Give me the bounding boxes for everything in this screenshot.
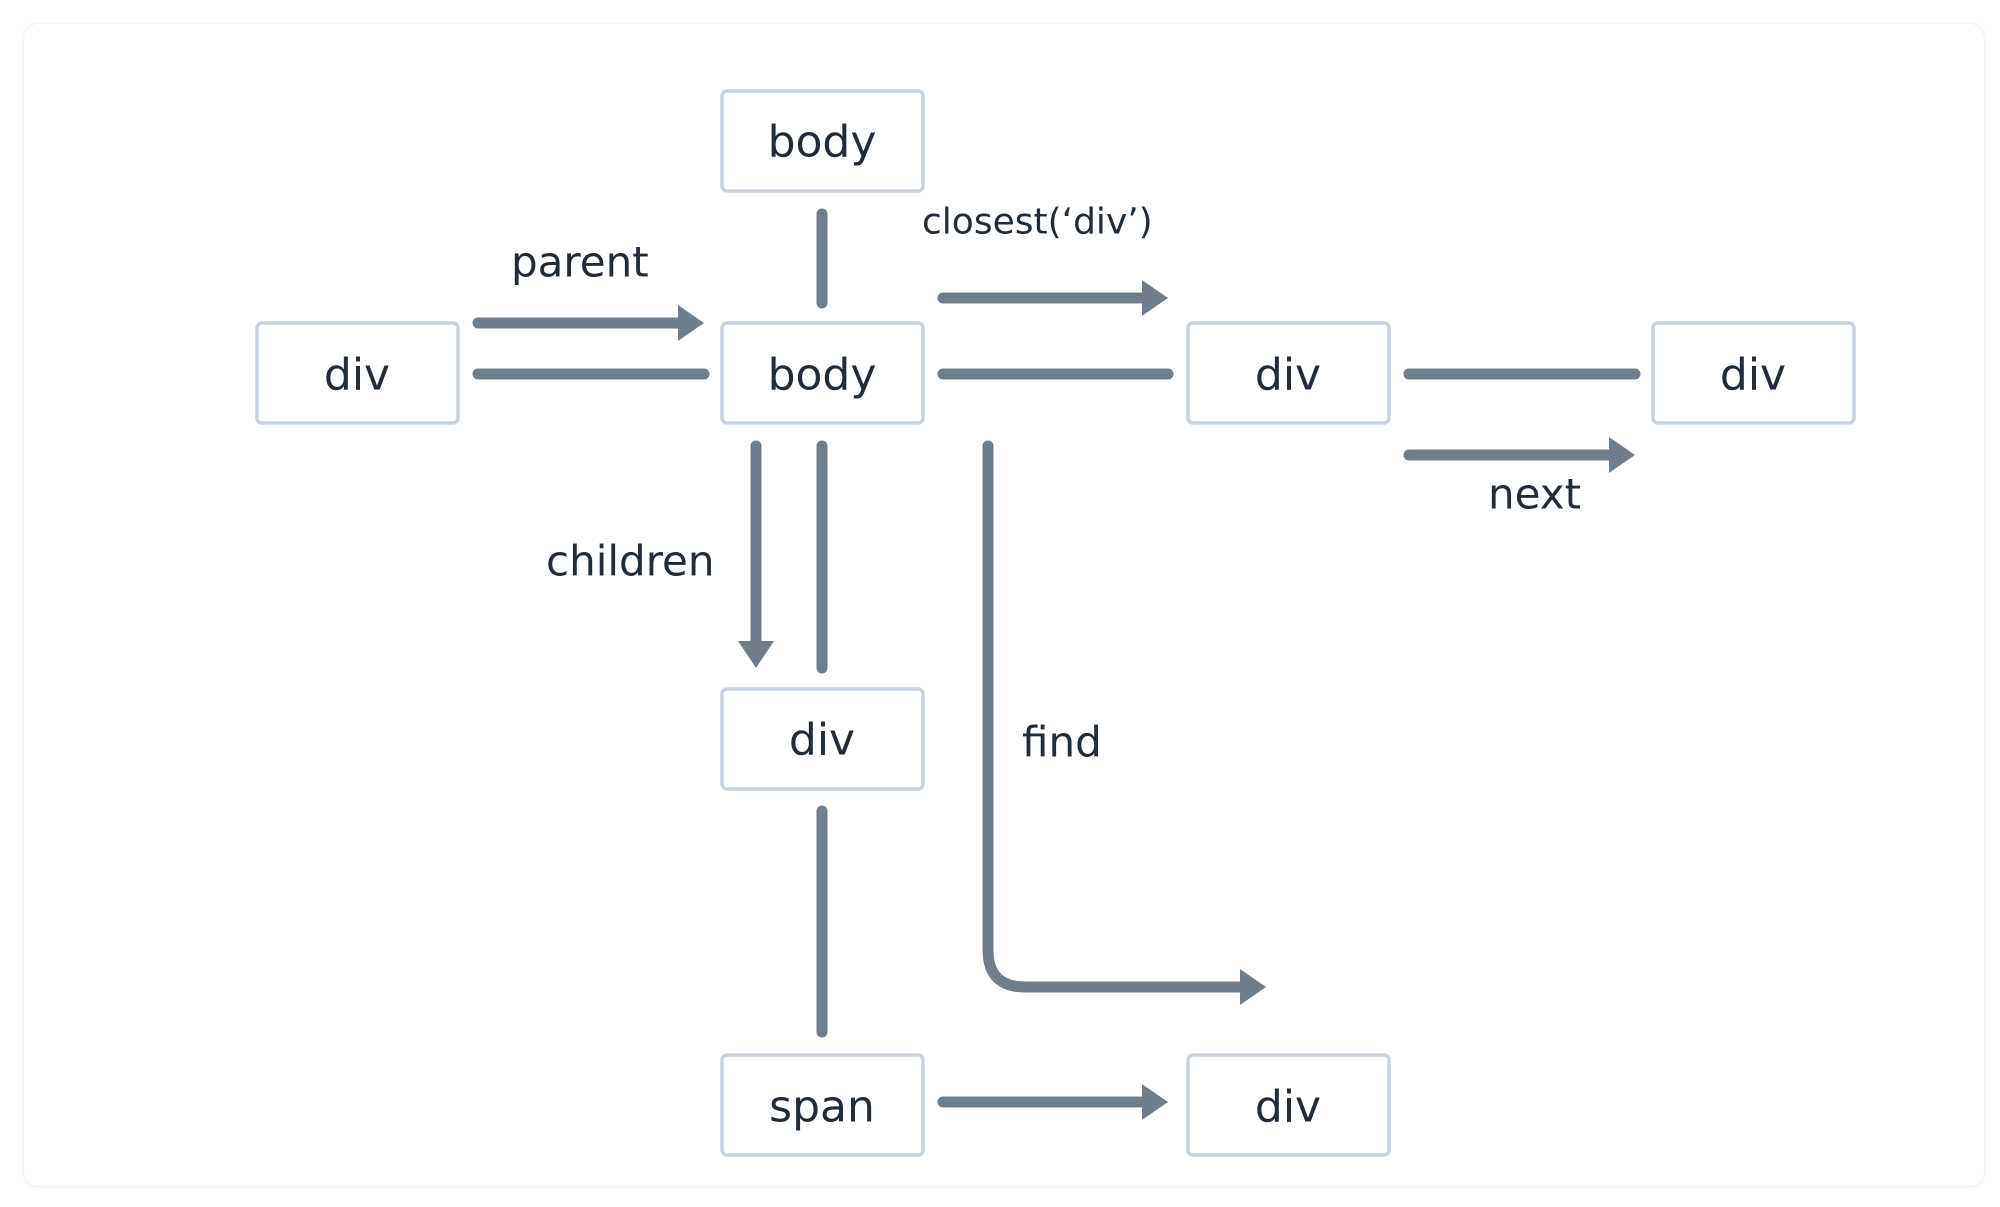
- node-span-bottom-label: span: [769, 1082, 875, 1133]
- node-div-far-right: div: [1651, 321, 1856, 425]
- node-body-center: body: [720, 321, 925, 425]
- label-children: children: [546, 537, 715, 586]
- node-div-mid-right: div: [1186, 321, 1391, 425]
- label-find: find: [1022, 718, 1102, 767]
- find-arrow: [982, 440, 1266, 1005]
- label-closest: closest(‘div’): [922, 202, 1153, 243]
- node-div-far-right-label: div: [1720, 350, 1786, 401]
- node-div-left: div: [255, 321, 460, 425]
- node-span-bottom: span: [720, 1053, 925, 1157]
- node-body-top: body: [720, 89, 925, 193]
- span-to-div-arrow: [937, 1084, 1168, 1120]
- node-div-below-label: div: [789, 715, 855, 766]
- parent-arrow: [472, 305, 704, 341]
- node-body-top-label: body: [768, 117, 877, 168]
- closest-arrow: [937, 280, 1168, 316]
- node-body-center-label: body: [768, 350, 877, 401]
- children-arrow: [738, 440, 774, 668]
- label-parent: parent: [511, 238, 649, 287]
- node-div-mid-right-label: div: [1255, 350, 1321, 401]
- node-div-below: div: [720, 687, 925, 791]
- node-div-bottom-right-label: div: [1255, 1082, 1321, 1133]
- node-div-left-label: div: [324, 350, 390, 401]
- node-div-bottom-right: div: [1186, 1053, 1391, 1157]
- diagram-card: [24, 24, 1984, 1186]
- label-next: next: [1488, 470, 1581, 519]
- next-arrow: [1403, 437, 1635, 473]
